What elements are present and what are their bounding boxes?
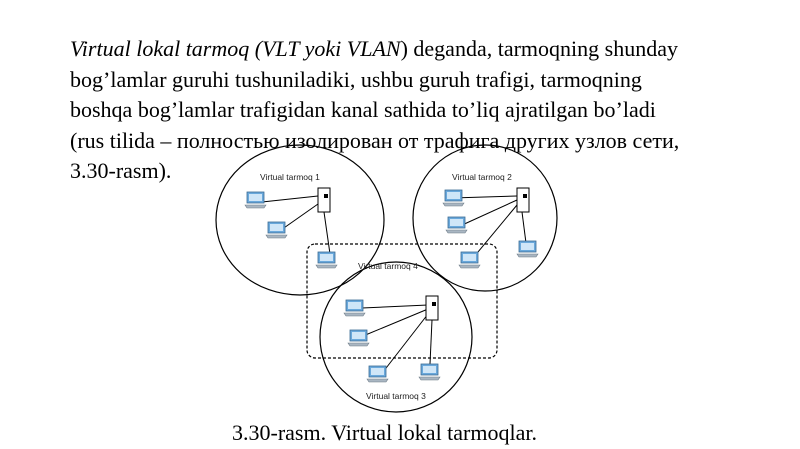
network-2-switch-icon bbox=[516, 187, 530, 213]
network-1-links bbox=[261, 195, 331, 255]
description-paragraph: Virtual lokal tarmoq (VLT yoki VLAN) deg… bbox=[70, 34, 770, 187]
paragraph-line-1: Virtual lokal tarmoq (VLT yoki VLAN) deg… bbox=[70, 34, 770, 65]
network-2-circle bbox=[412, 144, 558, 292]
paragraph-line-5: 3.30-rasm). bbox=[70, 158, 172, 183]
computer-icon bbox=[347, 329, 370, 347]
network-3-circle bbox=[319, 261, 473, 413]
network-2-links bbox=[451, 195, 527, 259]
network-4-label: Virtual tarmoq 4 bbox=[358, 261, 418, 271]
computer-icon bbox=[445, 216, 468, 234]
computer-icon bbox=[343, 299, 366, 317]
network-3-switch-icon bbox=[425, 295, 439, 321]
computer-icon bbox=[458, 251, 481, 269]
vlan-term: Virtual lokal tarmoq (VLT yoki VLAN bbox=[70, 36, 401, 61]
computer-icon bbox=[315, 251, 338, 269]
paragraph-line-4: (rus tilida – полностью изолирован от тр… bbox=[70, 127, 680, 153]
paragraph-line-2: bog’lamlar guruhi tushuniladiki, ushbu g… bbox=[70, 66, 642, 92]
network-3-label: Virtual tarmoq 3 bbox=[366, 391, 426, 401]
network-1-label: Virtual tarmoq 1 bbox=[260, 172, 320, 182]
computer-icon bbox=[265, 221, 288, 239]
network-2-label: Virtual tarmoq 2 bbox=[452, 172, 512, 182]
network-1-switch-icon bbox=[317, 187, 331, 213]
computer-icon bbox=[244, 191, 267, 209]
network-3-links bbox=[361, 304, 433, 373]
network-1-circle bbox=[215, 144, 385, 296]
figure-caption: 3.30-rasm. Virtual lokal tarmoqlar. bbox=[232, 420, 537, 445]
network-4-dashed-box bbox=[306, 243, 498, 359]
computer-icon bbox=[516, 240, 539, 258]
paragraph-line-1-rest: ) deganda, tarmoqning shunday bbox=[400, 36, 678, 61]
computer-icon bbox=[442, 189, 465, 207]
computer-icon bbox=[366, 365, 389, 383]
computer-icon bbox=[418, 363, 441, 381]
paragraph-line-3: boshqa bog’lamlar trafigidan kanal sathi… bbox=[70, 97, 656, 122]
